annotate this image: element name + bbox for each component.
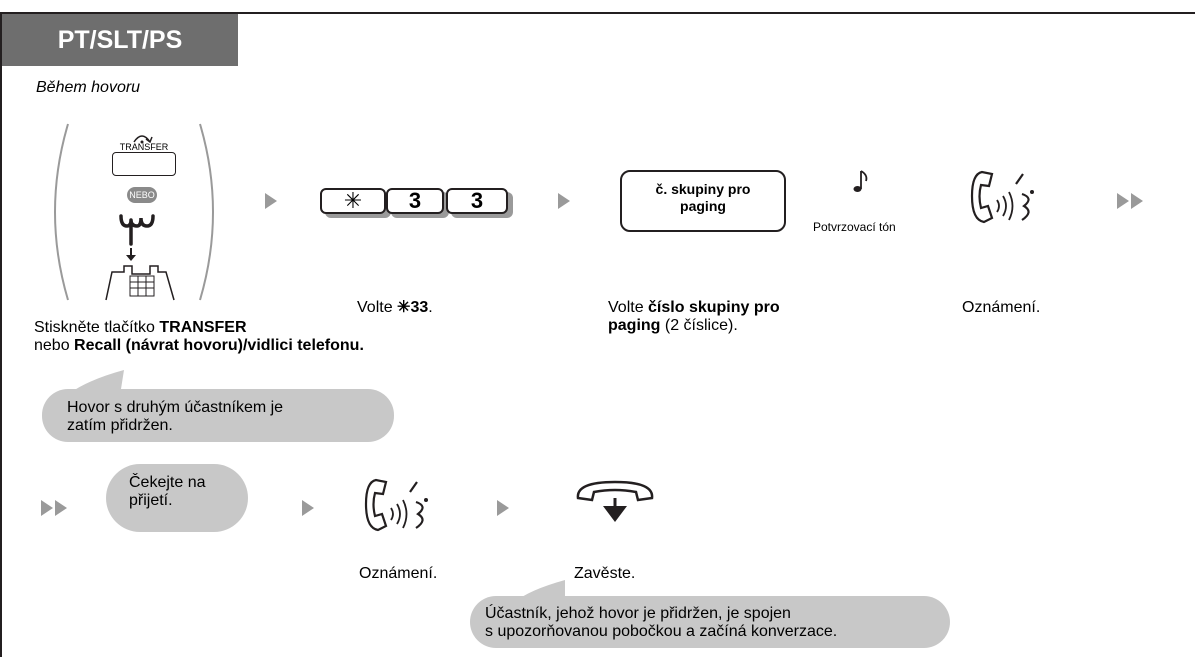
- frame-left-line: [0, 12, 2, 657]
- bubble-hold-line2: zatím přidržen.: [67, 417, 173, 434]
- next-step-arrow-icon: [41, 500, 53, 516]
- bubble-connected-line2: s upozorňovanou pobočkou a začíná konver…: [485, 623, 838, 640]
- next-step-arrow-icon: [497, 500, 509, 516]
- bubble-wait-line1: Čekejte na: [129, 474, 206, 491]
- bubble-wait: Čekejte na přijetí.: [106, 464, 248, 532]
- announce-caption-2: Oznámení.: [359, 565, 438, 582]
- digit-key-3[interactable]: 3: [386, 188, 444, 214]
- intro-label: Během hovoru: [36, 79, 141, 96]
- hangup-caption: Zavěste.: [574, 565, 636, 582]
- next-step-arrow-icon: [558, 193, 570, 209]
- bubble-connected-line1: Účastník, jehož hovor je přidržen, je sp…: [485, 605, 791, 622]
- transfer-button[interactable]: [112, 152, 176, 176]
- group-number-box-line2: paging: [680, 198, 726, 214]
- handset-talk-icon: [362, 476, 432, 534]
- transfer-arrow-icon: [131, 130, 153, 144]
- bubble-hold: Hovor s druhým účastníkem je zatím přidr…: [42, 389, 394, 442]
- page-title: PT/SLT/PS: [2, 14, 238, 66]
- group-caption-line1: Volte číslo skupiny pro: [608, 299, 780, 316]
- digit-key-3[interactable]: 3: [446, 188, 508, 214]
- star-key[interactable]: ✳: [320, 188, 386, 214]
- left-bracket: [40, 122, 70, 302]
- confirmation-tone-label: Potvrzovací tón: [813, 220, 896, 234]
- frame-top-line: [0, 12, 1195, 14]
- next-step-arrow-icon: [265, 193, 277, 209]
- hang-up-icon: [572, 476, 658, 526]
- note-icon: [852, 169, 870, 195]
- right-bracket: [198, 122, 228, 302]
- bubble-wait-line2: přijetí.: [129, 492, 173, 509]
- press-finger-icon: [118, 212, 158, 248]
- bubble-hold-line1: Hovor s druhým účastníkem je: [67, 399, 284, 416]
- handset-talk-icon: [968, 168, 1038, 226]
- transfer-caption-line1: Stiskněte tlačítko TRANSFER: [34, 319, 247, 336]
- next-step-arrow-icon: [55, 500, 67, 516]
- bubble-connected: Účastník, jehož hovor je přidržen, je sp…: [470, 596, 950, 648]
- next-step-arrow-icon: [1117, 193, 1129, 209]
- announce-caption-1: Oznámení.: [962, 299, 1041, 316]
- transfer-button-label: TRANSFER: [119, 142, 169, 152]
- next-step-arrow-icon: [1131, 193, 1143, 209]
- dial-caption: Volte ✳33.: [357, 299, 433, 316]
- group-number-box[interactable]: č. skupiny pro paging: [620, 170, 786, 232]
- hookswitch-icon: [104, 262, 176, 302]
- next-step-arrow-icon: [302, 500, 314, 516]
- group-caption-line2: paging (2 číslice).: [608, 317, 738, 334]
- group-number-box-line1: č. skupiny pro: [655, 181, 751, 197]
- or-badge: NEBO: [127, 187, 157, 203]
- transfer-caption-line2: nebo Recall (návrat hovoru)/vidlici tele…: [34, 337, 364, 354]
- down-arrow-icon: [125, 248, 137, 262]
